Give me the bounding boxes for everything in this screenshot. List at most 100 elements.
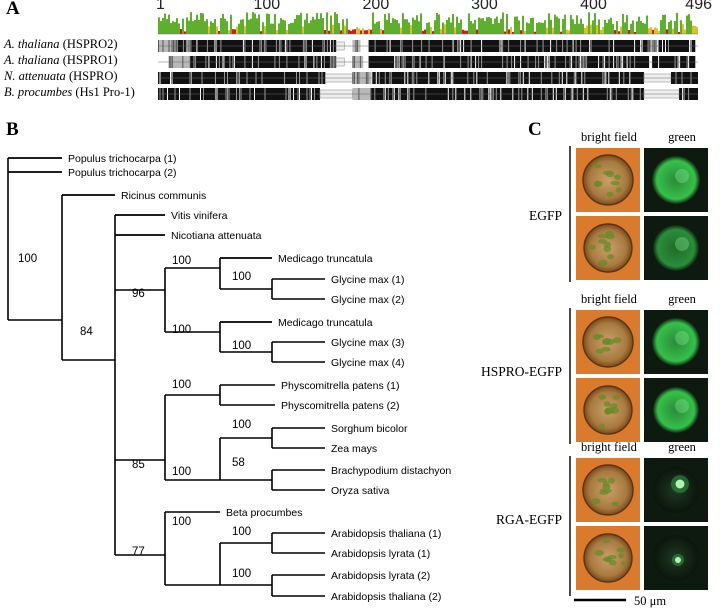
identity-bar: [484, 21, 486, 34]
identity-bar: [190, 12, 192, 34]
identity-bar: [544, 20, 546, 34]
identity-bar: [248, 19, 250, 34]
chloroplast: [588, 245, 596, 250]
identity-bar: [352, 29, 354, 34]
identity-bar: [480, 18, 482, 34]
identity-bar: [262, 22, 264, 34]
chloroplast: [594, 180, 603, 187]
fluorescence-spot: [675, 237, 689, 251]
identity-bar: [230, 14, 232, 34]
bootstrap-value: 84: [80, 326, 93, 338]
identity-bar: [506, 13, 508, 35]
identity-bar: [640, 20, 642, 34]
chloroplast: [608, 477, 615, 484]
protoplast-cell: [652, 318, 700, 366]
identity-bar: [274, 14, 276, 35]
identity-bar: [422, 30, 424, 34]
identity-bar: [444, 24, 446, 34]
identity-bar: [362, 28, 364, 34]
identity-bar: [638, 16, 640, 34]
chloroplast: [603, 245, 612, 253]
identity-bar: [642, 22, 644, 34]
identity-bar: [408, 22, 410, 34]
chloroplast: [597, 477, 608, 483]
identity-bar: [542, 22, 544, 34]
tree-leaf-label: Glycine max (3): [331, 337, 405, 349]
chloroplast: [594, 163, 602, 169]
identity-bar: [524, 30, 526, 34]
identity-bar: [550, 19, 552, 34]
identity-bar: [666, 29, 668, 34]
identity-bar: [218, 31, 220, 34]
chloroplast: [591, 498, 601, 505]
fluorescence-spot: [675, 399, 689, 413]
identity-bar: [406, 19, 408, 34]
identity-bar: [670, 20, 672, 34]
tree-leaf-label: Ricinus communis: [121, 190, 206, 202]
identity-bar: [420, 13, 422, 35]
identity-bar: [234, 29, 236, 34]
chloroplast: [606, 191, 614, 197]
identity-bar: [500, 18, 502, 34]
identity-bar: [650, 27, 652, 34]
identity-bar: [194, 20, 196, 34]
identity-bar: [180, 29, 182, 34]
identity-bar: [512, 31, 514, 34]
identity-bar: [612, 23, 614, 34]
identity-bar: [306, 13, 308, 34]
identity-bar: [464, 30, 466, 34]
identity-bar: [384, 14, 386, 34]
identity-bar: [566, 29, 568, 34]
identity-bar: [276, 29, 278, 34]
identity-bar: [330, 15, 332, 34]
identity-bar: [254, 13, 256, 34]
identity-bar: [346, 18, 348, 34]
identity-bar: [492, 23, 494, 34]
tree-leaf-label: Nicotiana attenuata: [171, 230, 262, 242]
identity-bar: [620, 26, 622, 34]
identity-bar: [596, 24, 598, 34]
identity-bar: [474, 19, 476, 34]
chloroplast: [616, 547, 626, 553]
identity-bar: [498, 22, 500, 34]
nucleus-glow: [671, 475, 689, 493]
chloroplast: [610, 180, 620, 186]
tree-leaf-label: Sorghum bicolor: [331, 423, 408, 435]
identity-bar: [264, 26, 266, 34]
seq-label-3: N. attenuata (HSPRO): [4, 69, 118, 83]
identity-bar: [382, 30, 384, 34]
bootstrap-value: 100: [232, 526, 251, 538]
tree-leaf-label: Vitis vinifera: [171, 210, 228, 222]
identity-bar: [232, 29, 234, 34]
identity-bar: [460, 19, 462, 34]
identity-bar: [598, 19, 600, 34]
tree-leaf-label: Glycine max (2): [331, 294, 405, 306]
identity-bar: [432, 31, 434, 34]
tree-leaf-label: Populus trichocarpa (1): [68, 153, 177, 165]
identity-bar: [570, 14, 572, 35]
identity-bar: [342, 19, 344, 34]
col-header-green: green: [668, 440, 696, 454]
identity-bar: [376, 21, 378, 34]
identity-bar: [478, 17, 480, 34]
tree-leaf-label: Populus trichocarpa (2): [68, 167, 177, 179]
identity-bar: [310, 20, 312, 34]
identity-bar: [560, 31, 562, 34]
identity-bar: [258, 14, 260, 34]
protoplast-cell: [653, 225, 699, 271]
identity-bar: [252, 12, 254, 34]
identity-bar: [556, 16, 558, 34]
identity-bar: [282, 19, 284, 34]
identity-bar: [694, 25, 696, 34]
identity-bar: [510, 27, 512, 34]
identity-bar: [584, 27, 586, 34]
identity-bar: [292, 22, 294, 34]
identity-bar: [360, 30, 362, 34]
identity-bar: [614, 30, 616, 34]
identity-bar: [324, 29, 326, 34]
identity-bar: [162, 17, 164, 34]
identity-bar: [470, 21, 472, 34]
identity-bar: [536, 23, 538, 34]
identity-bar: [538, 22, 540, 34]
chloroplast: [609, 403, 618, 409]
